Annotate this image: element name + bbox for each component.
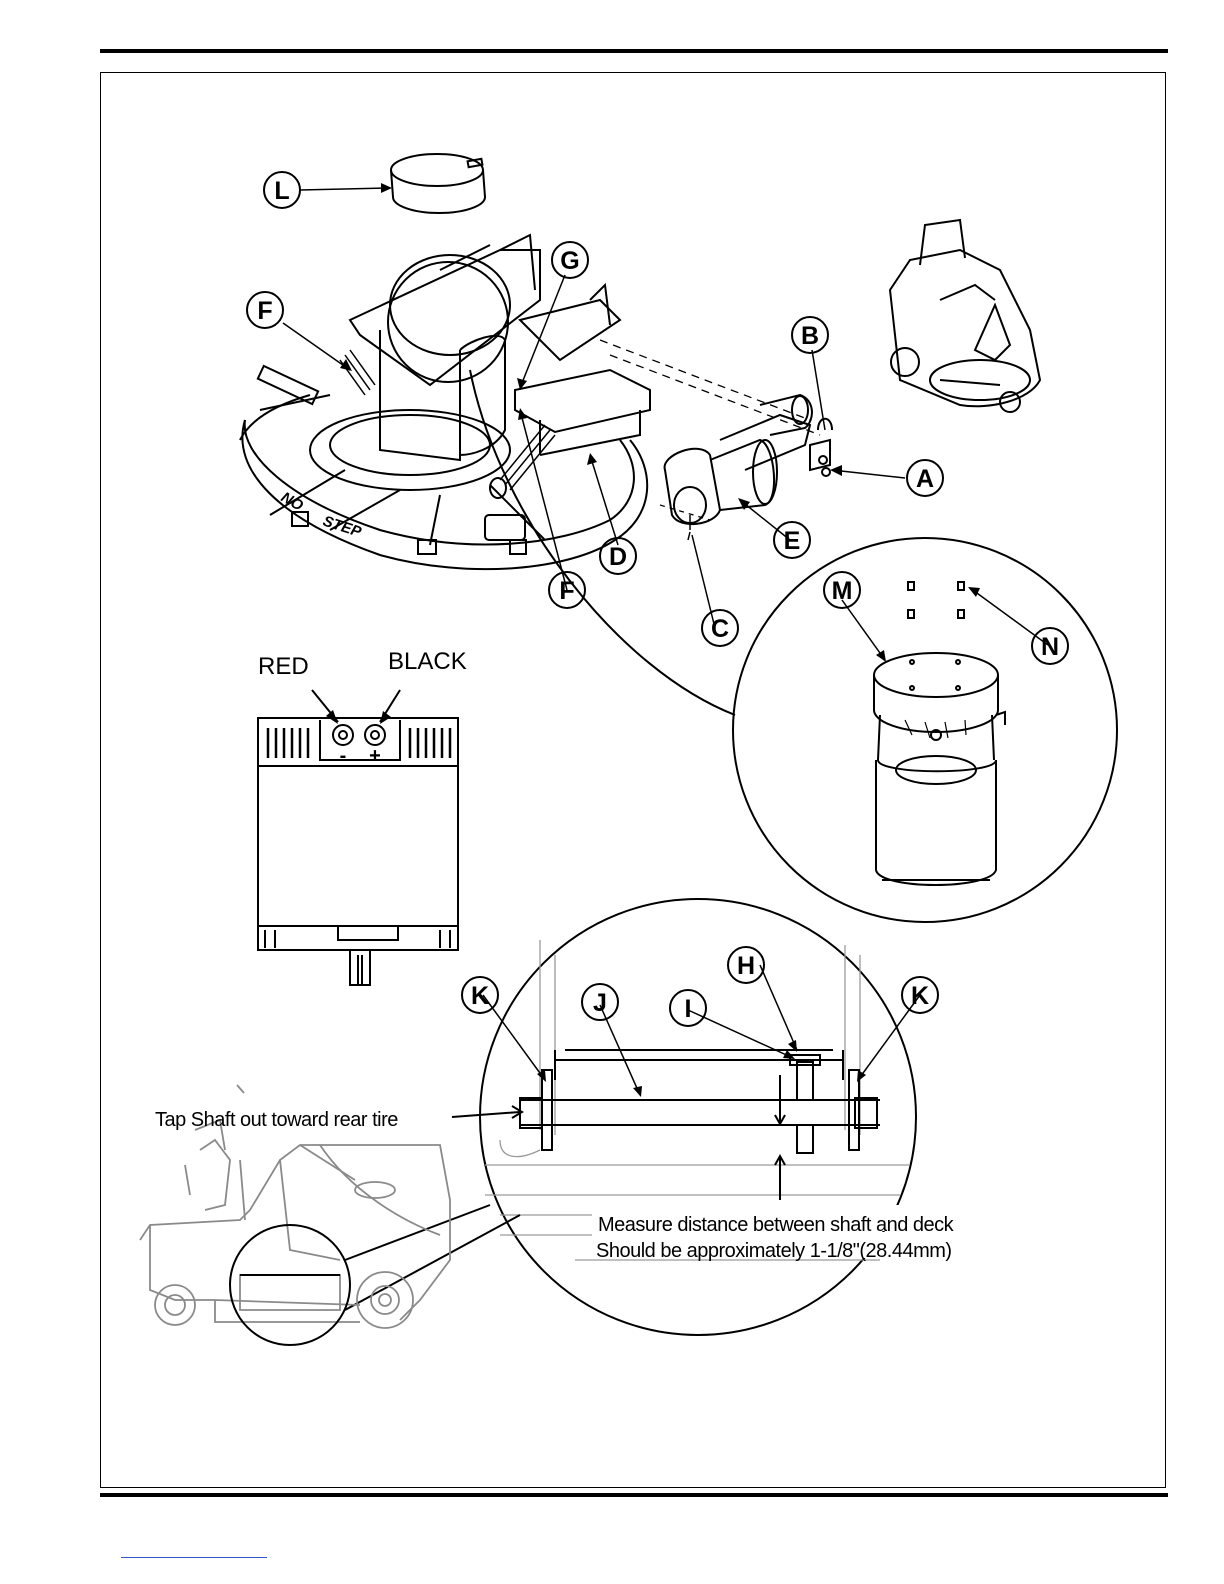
callout-K-right: K xyxy=(911,982,929,1010)
callout-H: H xyxy=(737,952,755,980)
callout-circles xyxy=(247,172,1068,1026)
callout-M: M xyxy=(832,577,853,605)
leader-lines xyxy=(283,188,1048,1095)
deck-text-no: NO xyxy=(278,489,306,515)
shaft-detail-circle xyxy=(345,899,916,1335)
callout-N: N xyxy=(1041,633,1059,661)
callout-J: J xyxy=(593,989,607,1017)
measure-note-line-1: Measure distance between shaft and deck xyxy=(598,1214,955,1236)
callout-F-upper: F xyxy=(257,297,272,325)
callout-C: C xyxy=(711,615,729,643)
motor-detail-circle xyxy=(470,370,1117,922)
deck-text-step: STEP xyxy=(321,513,364,542)
motor-wiring-diagram xyxy=(258,690,458,985)
minus-symbol: - xyxy=(340,745,347,767)
red-terminal-label: RED xyxy=(258,653,309,680)
callout-E: E xyxy=(784,527,801,555)
callout-A: A xyxy=(916,465,934,493)
callout-B: B xyxy=(801,322,819,350)
callout-I: I xyxy=(685,995,692,1023)
callout-F-lower: F xyxy=(559,577,574,605)
callout-G: G xyxy=(560,247,579,275)
plus-symbol: + xyxy=(369,745,381,767)
ring-part xyxy=(391,154,485,213)
machine-thumbnail xyxy=(890,220,1040,412)
tap-shaft-note: Tap Shaft out toward rear tire xyxy=(155,1109,398,1131)
arrowheads xyxy=(340,183,980,1097)
callout-labels: L G F B A E D F C M N H I J K K xyxy=(257,177,1059,1023)
black-terminal-label: BLACK xyxy=(388,648,467,675)
actuator-assembly xyxy=(660,395,832,540)
callout-K-left: K xyxy=(471,982,489,1010)
callout-L: L xyxy=(274,177,289,205)
measure-note-line-2: Should be approximately 1-1/8"(28.44mm) xyxy=(596,1240,952,1262)
callout-D: D xyxy=(609,543,627,571)
